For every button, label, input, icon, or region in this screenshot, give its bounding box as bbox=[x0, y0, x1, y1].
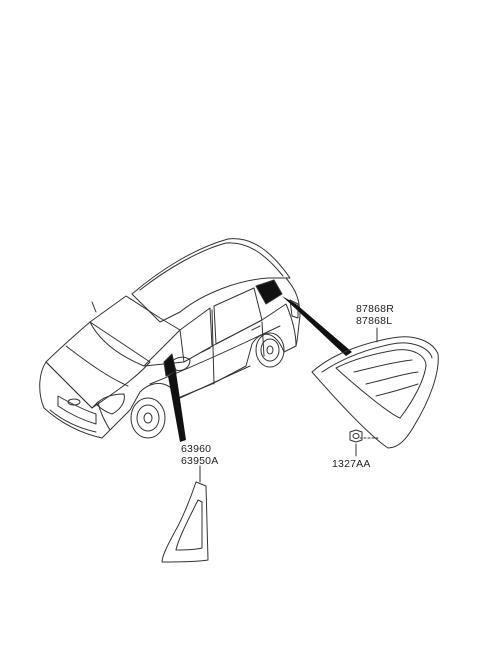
part-label-87868r: 87868R bbox=[356, 303, 394, 315]
headlamp bbox=[95, 393, 125, 415]
glass-line-2 bbox=[365, 371, 419, 385]
body-character-line bbox=[149, 325, 281, 385]
glass-line-3 bbox=[375, 383, 419, 397]
windshield bbox=[89, 295, 181, 367]
rear-corner bbox=[285, 277, 301, 347]
car-roof bbox=[131, 238, 291, 323]
fog-area bbox=[49, 409, 97, 433]
quarter-glass-inner bbox=[335, 349, 427, 419]
car-illustration bbox=[39, 238, 301, 439]
front-door-handle bbox=[201, 347, 211, 353]
rear-door-handle bbox=[251, 325, 261, 331]
delta-garnish-location bbox=[163, 353, 177, 377]
body-side bbox=[109, 303, 297, 431]
quarter-glass-outer bbox=[311, 336, 439, 449]
front-emblem bbox=[67, 398, 81, 406]
tail-lamp bbox=[289, 299, 299, 319]
front-wheel bbox=[130, 397, 166, 439]
front-door-glass bbox=[179, 307, 213, 363]
rear-wheel bbox=[255, 332, 285, 368]
garnish-inner bbox=[175, 499, 203, 551]
sill bbox=[179, 365, 251, 399]
quarter-glass-trim bbox=[321, 342, 433, 373]
door-seam-front bbox=[211, 309, 215, 385]
delta-garnish-part bbox=[161, 481, 209, 563]
roof-rail bbox=[139, 242, 284, 291]
part-label-63960: 63960 bbox=[181, 443, 212, 455]
fastener-part bbox=[349, 429, 363, 443]
hood-crease bbox=[65, 345, 129, 387]
part-label-1327aa: 1327AA bbox=[332, 458, 371, 470]
glass-line-1 bbox=[353, 359, 413, 373]
part-label-63950a: 63950A bbox=[181, 455, 219, 467]
antenna bbox=[91, 301, 97, 313]
quarter-glass-callout bbox=[282, 296, 352, 356]
rear-door-glass bbox=[213, 287, 263, 345]
front-grille bbox=[57, 395, 97, 425]
side-mirror bbox=[171, 356, 191, 371]
quarter-glass-part bbox=[311, 336, 439, 449]
quarter-glass-location bbox=[255, 279, 283, 305]
delta-garnish-callout bbox=[168, 372, 186, 442]
part-label-87868l: 87868L bbox=[356, 315, 393, 327]
front-fascia bbox=[39, 361, 111, 439]
door-seam-rear bbox=[261, 321, 265, 357]
garnish-outer bbox=[161, 481, 209, 563]
